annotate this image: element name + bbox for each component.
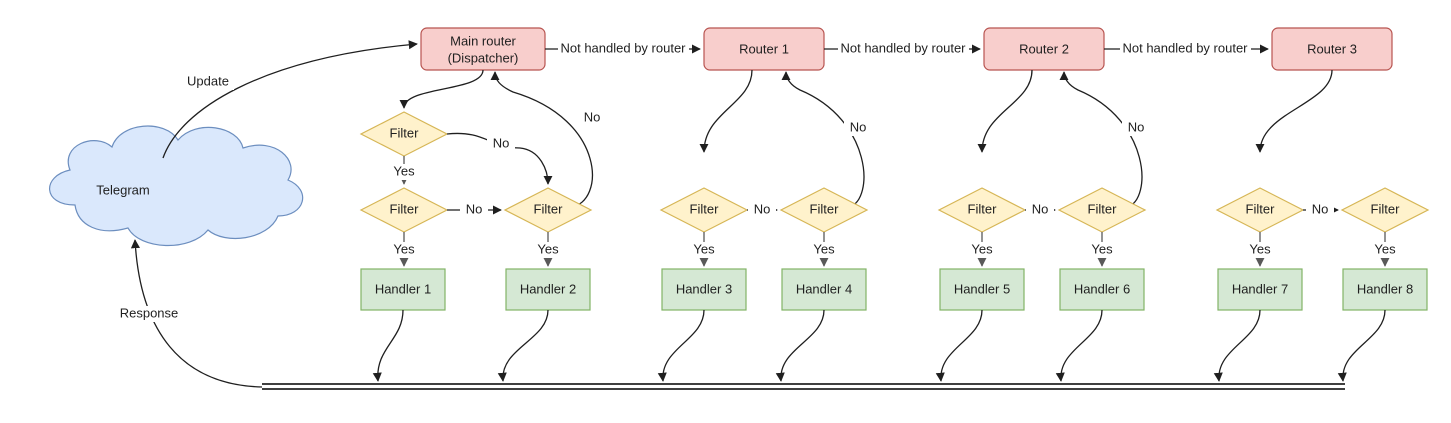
response-bus xyxy=(262,383,1345,390)
filter-9-label: Filter xyxy=(1371,201,1401,216)
edge-update: Update xyxy=(162,40,418,159)
edge-label-yes-f8: Yes xyxy=(1249,241,1271,256)
handler-3-label: Handler 3 xyxy=(676,281,732,296)
filter-9[interactable]: Filter xyxy=(1340,187,1430,233)
edge-label-no-f2: No xyxy=(466,201,483,216)
edge-label-not-handled-1: Not handled by router xyxy=(560,40,686,55)
edge-h4-to-bus xyxy=(775,309,825,382)
handler-1[interactable]: Handler 1 xyxy=(360,268,446,311)
filter-3[interactable]: Filter xyxy=(503,187,593,233)
filter-7-label: Filter xyxy=(1088,201,1118,216)
edge-f3-no-to-main xyxy=(490,71,593,208)
router-2[interactable]: Router 2 xyxy=(983,27,1105,71)
edge-label-yes-f3: Yes xyxy=(537,241,559,256)
filter-2-label: Filter xyxy=(390,201,420,216)
handler-7-box[interactable] xyxy=(1217,268,1303,311)
router-1[interactable]: Router 1 xyxy=(703,27,825,71)
router-main-label-line2: (Dispatcher) xyxy=(448,50,519,65)
edge-label-yes-f4: Yes xyxy=(693,241,715,256)
edge-label-yes-f9: Yes xyxy=(1374,241,1396,256)
edge-router2-to-router3: Not handled by router xyxy=(1104,40,1269,57)
edge-label-yes-f5: Yes xyxy=(813,241,835,256)
edge-label-no-f6: No xyxy=(1032,201,1049,216)
edge-label-no-f5-r1: No xyxy=(850,119,867,134)
edge-label-not-handled-2: Not handled by router xyxy=(840,40,966,55)
edge-main-to-f1 xyxy=(399,69,484,109)
edge-h8-to-bus xyxy=(1337,309,1386,382)
handler-5-box[interactable] xyxy=(939,268,1025,311)
filter-5[interactable]: Filter xyxy=(779,187,869,233)
edge-label-no-f3-main: No xyxy=(584,109,601,124)
handler-1-label: Handler 1 xyxy=(375,281,431,296)
router-main[interactable]: Main router (Dispatcher) xyxy=(420,27,546,71)
edge-label-update: Update xyxy=(187,73,229,88)
edge-label-no-f1: No xyxy=(493,135,510,150)
handler-8-box[interactable] xyxy=(1342,268,1428,311)
edge-f5-no-to-r1 xyxy=(781,71,865,208)
handler-6-label: Handler 6 xyxy=(1074,281,1130,296)
handler-3-box[interactable] xyxy=(661,268,747,311)
handler-7[interactable]: Handler 7 xyxy=(1217,268,1303,311)
router-2-label: Router 2 xyxy=(1019,41,1069,56)
edge-label-no-f4: No xyxy=(754,201,771,216)
edge-label-no-f8: No xyxy=(1312,201,1329,216)
filter-4-label: Filter xyxy=(690,201,720,216)
filter-8[interactable]: Filter xyxy=(1215,187,1305,233)
edge-response: Response xyxy=(110,239,263,388)
filter-6-label: Filter xyxy=(968,201,998,216)
filter-1-label: Filter xyxy=(390,125,420,140)
filter-2[interactable]: Filter xyxy=(359,187,449,233)
filter-3-label: Filter xyxy=(534,201,564,216)
edge-h3-to-bus xyxy=(657,309,705,382)
edge-r2-to-f6 xyxy=(977,69,1033,153)
handler-7-label: Handler 7 xyxy=(1232,281,1288,296)
filter-5-label: Filter xyxy=(810,201,840,216)
handler-8[interactable]: Handler 8 xyxy=(1342,268,1428,311)
telegram-label: Telegram xyxy=(96,182,149,197)
handler-5[interactable]: Handler 5 xyxy=(939,268,1025,311)
edge-r3-to-f8 xyxy=(1255,69,1333,153)
filter-1[interactable]: Filter xyxy=(359,111,449,157)
edge-label-yes-f1: Yes xyxy=(393,163,415,178)
filter-7[interactable]: Filter xyxy=(1057,187,1147,233)
router-3[interactable]: Router 3 xyxy=(1271,27,1393,71)
router-1-label: Router 1 xyxy=(739,41,789,56)
edge-router1-to-router2: Not handled by router xyxy=(824,40,981,57)
edge-f1-no-to-f3 xyxy=(446,132,553,185)
handler-2-box[interactable] xyxy=(505,268,591,311)
edge-label-yes-f6: Yes xyxy=(971,241,993,256)
handler-2-label: Handler 2 xyxy=(520,281,576,296)
edge-h2-to-bus xyxy=(497,309,549,382)
edge-label-yes-f7: Yes xyxy=(1091,241,1113,256)
edge-h7-to-bus xyxy=(1213,309,1261,382)
edge-f7-no-to-r2 xyxy=(1059,71,1143,208)
edge-main-to-router1: Not handled by router xyxy=(545,40,701,57)
handler-3[interactable]: Handler 3 xyxy=(661,268,747,311)
router-3-label: Router 3 xyxy=(1307,41,1357,56)
edge-h5-to-bus xyxy=(935,309,983,382)
handler-1-box[interactable] xyxy=(360,268,446,311)
edge-label-not-handled-3: Not handled by router xyxy=(1122,40,1248,55)
edge-label-no-f7-r2: No xyxy=(1128,119,1145,134)
handler-5-label: Handler 5 xyxy=(954,281,1010,296)
edge-h6-to-bus xyxy=(1055,309,1103,382)
handler-4-box[interactable] xyxy=(781,268,867,311)
handler-6[interactable]: Handler 6 xyxy=(1059,268,1145,311)
handler-2[interactable]: Handler 2 xyxy=(505,268,591,311)
router-main-label-line1: Main router xyxy=(450,33,516,48)
edge-h1-to-bus xyxy=(372,309,404,382)
handler-8-label: Handler 8 xyxy=(1357,281,1413,296)
filter-6[interactable]: Filter xyxy=(937,187,1027,233)
telegram-cloud: Telegram xyxy=(49,125,304,247)
filter-8-label: Filter xyxy=(1246,201,1276,216)
edge-r1-to-f4 xyxy=(699,69,753,153)
handler-4[interactable]: Handler 4 xyxy=(781,268,867,311)
handler-4-label: Handler 4 xyxy=(796,281,852,296)
edge-label-yes-f2: Yes xyxy=(393,241,415,256)
filter-4[interactable]: Filter xyxy=(659,187,749,233)
edge-label-response: Response xyxy=(120,305,179,320)
